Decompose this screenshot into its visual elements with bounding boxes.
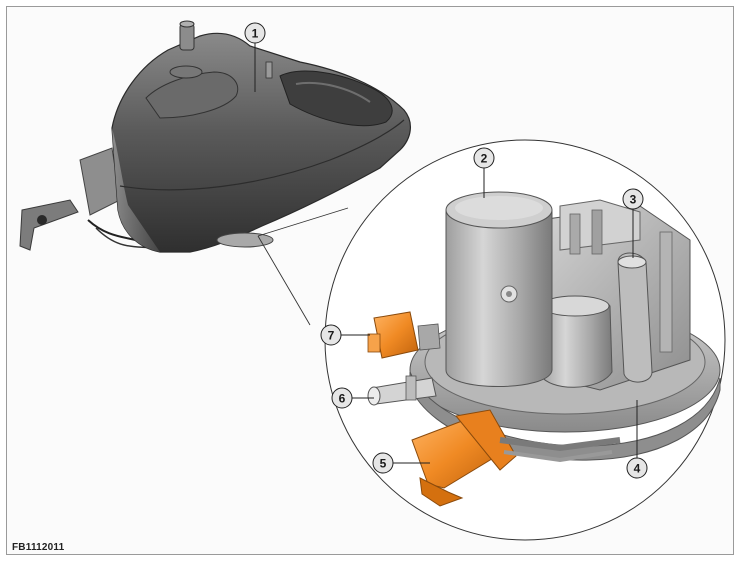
figure-code: FB1112011 — [12, 542, 65, 553]
callout-1: 1 — [244, 22, 266, 92]
fuel-tank — [19, 20, 411, 253]
callout-number: 4 — [634, 462, 641, 476]
magnifier-leader-upper — [257, 207, 349, 237]
callout-6: 6 — [331, 387, 374, 409]
magnifier-leader-lower — [257, 235, 311, 326]
callout-number: 6 — [339, 392, 346, 406]
callout-number: 3 — [630, 193, 637, 207]
callout-2: 2 — [473, 147, 495, 198]
callout-number: 2 — [481, 152, 488, 166]
callout-number: 7 — [328, 329, 335, 343]
callout-5: 5 — [372, 452, 430, 474]
callout-number: 5 — [380, 457, 387, 471]
delivery-module — [367, 191, 721, 507]
callout-3: 3 — [622, 188, 644, 258]
callout-7: 7 — [320, 324, 370, 346]
callout-4: 4 — [626, 400, 648, 479]
callout-number: 1 — [252, 27, 259, 41]
